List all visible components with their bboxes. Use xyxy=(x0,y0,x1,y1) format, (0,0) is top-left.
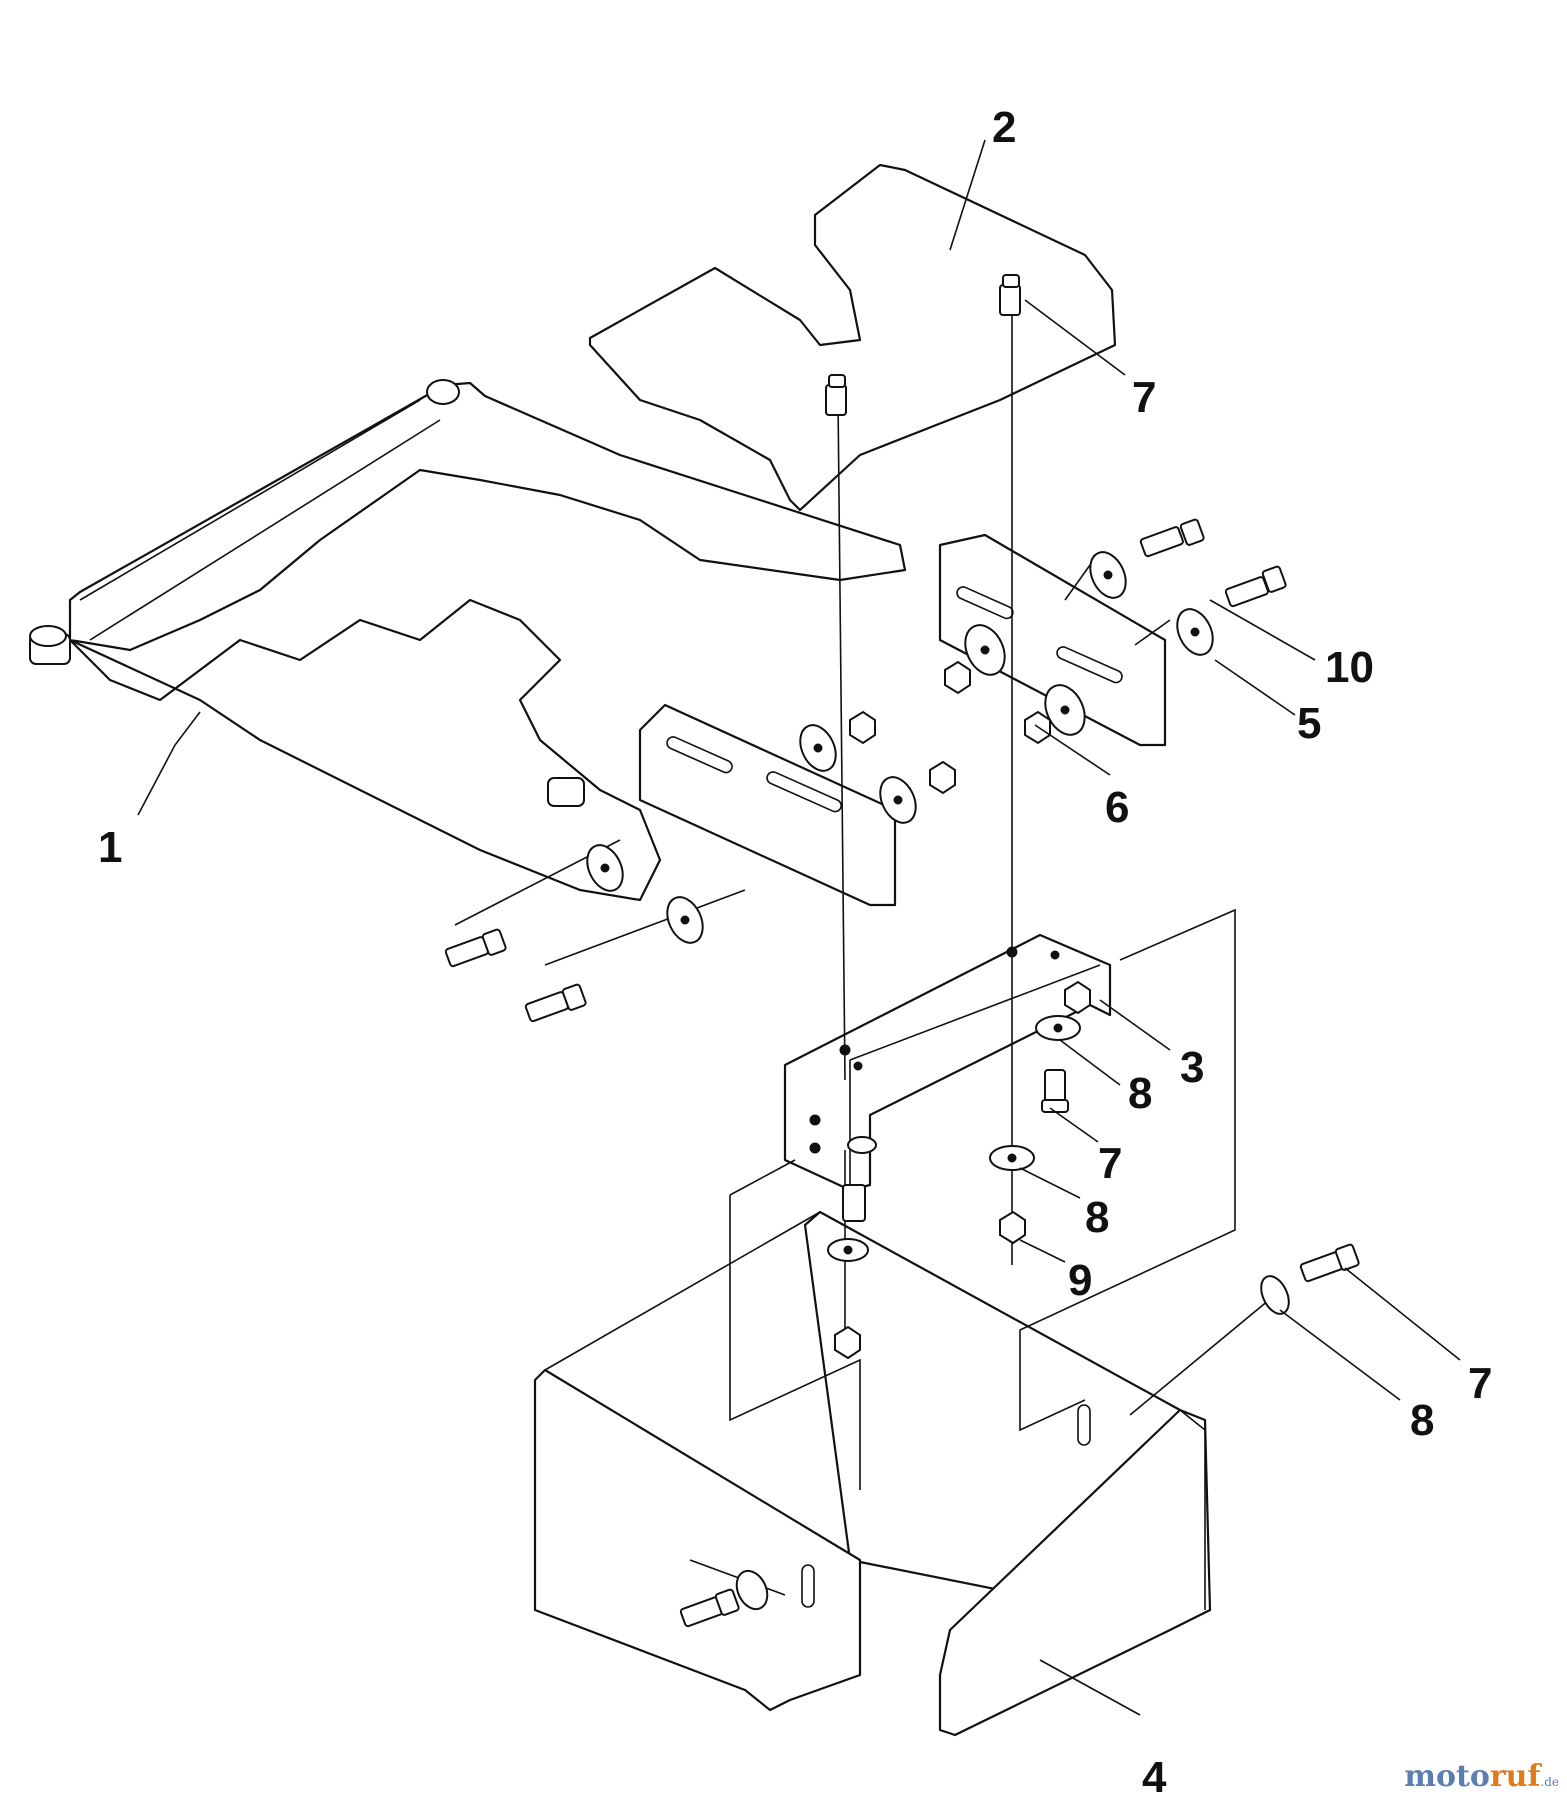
nut-icon xyxy=(944,660,971,695)
washer-icon xyxy=(735,1569,769,1611)
mounting-bracket-part xyxy=(783,933,1112,1192)
bolt-icon xyxy=(1224,565,1287,608)
lift-frame-part xyxy=(29,379,907,902)
washer-icon xyxy=(989,1145,1035,1171)
washer-icon xyxy=(847,1136,877,1154)
callout-labels: 1 2 3 4 5 6 7 7 7 8 8 8 9 10 xyxy=(98,103,1492,1800)
callout-9: 9 xyxy=(1068,1256,1092,1305)
callout-4: 4 xyxy=(1142,1753,1167,1800)
hardware-nuts xyxy=(834,660,1091,1360)
bolt-icon xyxy=(842,1184,866,1222)
frame-side-plate-right xyxy=(938,533,1167,747)
nut-icon xyxy=(929,760,956,795)
watermark-logo: motoruf.de xyxy=(1404,1759,1559,1794)
callout-8-upper: 8 xyxy=(1128,1069,1152,1118)
callout-7-right: 7 xyxy=(1468,1359,1492,1408)
bolt-icon xyxy=(1041,1069,1069,1113)
callout-7-middle: 7 xyxy=(1098,1139,1122,1188)
callout-8-right: 8 xyxy=(1410,1396,1434,1445)
nut-icon xyxy=(1064,980,1091,1015)
callout-1: 1 xyxy=(98,823,122,872)
bolt-icon xyxy=(999,274,1021,316)
callout-2: 2 xyxy=(992,103,1016,152)
top-plate-part xyxy=(588,163,1117,512)
bolt-icon xyxy=(444,928,507,968)
washer-icon xyxy=(879,776,917,824)
washer-icon xyxy=(666,896,704,944)
washer-icon xyxy=(1044,684,1086,736)
washer-icon xyxy=(827,1238,869,1262)
bolt-icon xyxy=(825,374,847,416)
hidden-outline-guides xyxy=(729,908,1236,1490)
bolt-icon xyxy=(524,983,587,1023)
hardware-bolts xyxy=(444,274,1360,1628)
callout-3: 3 xyxy=(1180,1043,1204,1092)
bolt-icon xyxy=(1139,518,1205,558)
nut-icon xyxy=(999,1210,1026,1245)
washer-icon xyxy=(799,724,837,772)
callout-7-top: 7 xyxy=(1132,373,1156,422)
hardware-washers xyxy=(586,551,1290,1611)
bolt-icon xyxy=(1299,1243,1360,1283)
callout-8-middle: 8 xyxy=(1085,1193,1109,1242)
callout-5: 5 xyxy=(1297,699,1321,748)
washer-icon xyxy=(1176,608,1214,656)
washer-icon xyxy=(586,844,624,892)
washer-icon xyxy=(1260,1275,1290,1315)
washer-icon xyxy=(1035,1015,1081,1041)
washer-icon xyxy=(964,624,1006,676)
washer-icon xyxy=(1089,551,1127,599)
nut-icon xyxy=(849,710,876,745)
frame-side-plate-left xyxy=(638,703,897,907)
callout-leaders xyxy=(137,139,1461,1716)
tray-part xyxy=(533,1210,1212,1737)
bolt-icon xyxy=(679,1588,740,1628)
callout-10: 10 xyxy=(1325,643,1374,692)
nut-icon xyxy=(834,1325,861,1360)
callout-6: 6 xyxy=(1105,783,1129,832)
